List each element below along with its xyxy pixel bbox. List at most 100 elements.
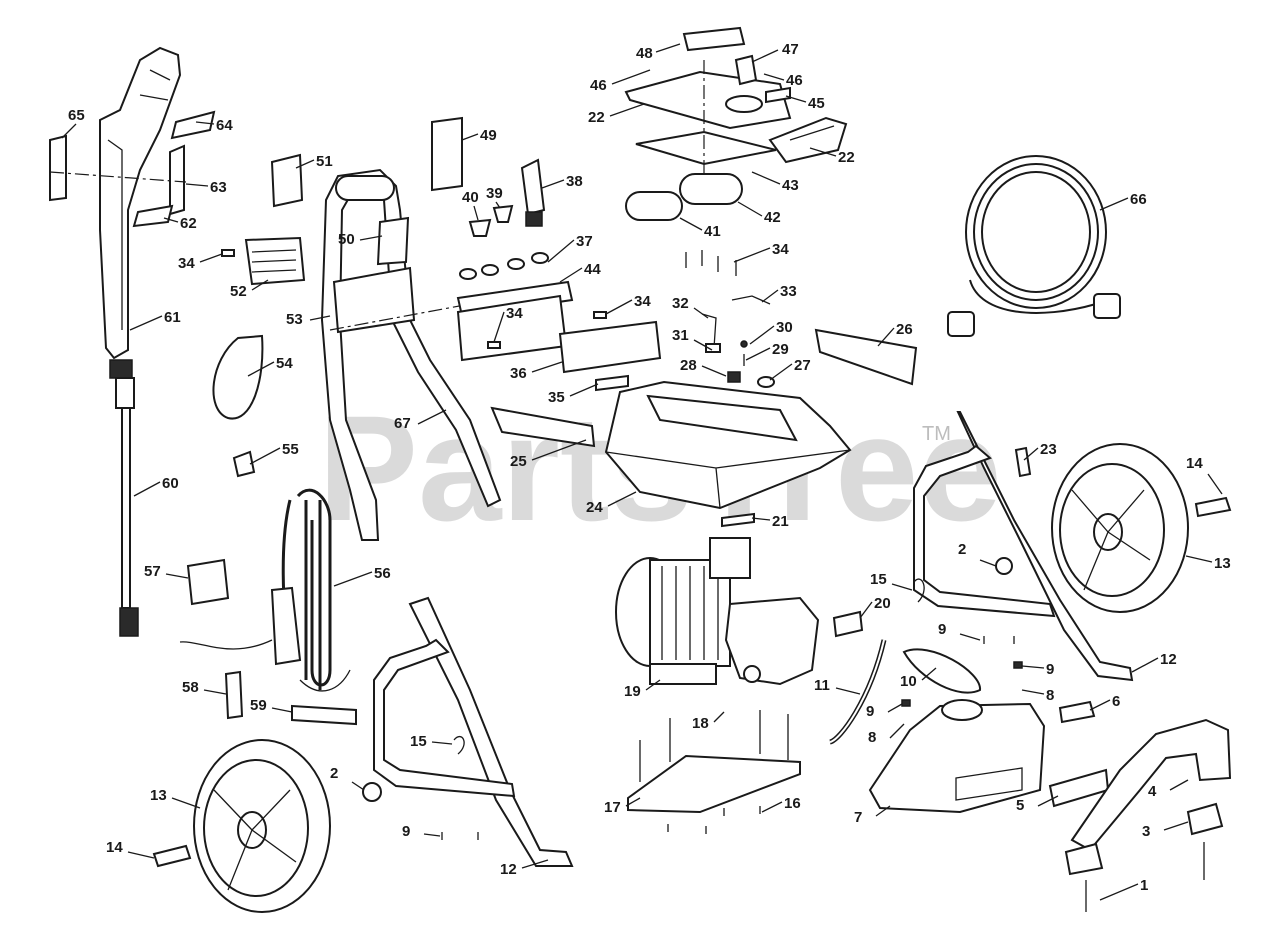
leader-line [295, 159, 315, 169]
part-callout-24: 24 [586, 499, 603, 516]
nozzle-38-base [525, 211, 543, 227]
leader-line [271, 707, 293, 713]
bracket-32 [701, 313, 717, 349]
part-callout-18: 18 [692, 715, 709, 732]
nuts-9c [983, 636, 1015, 644]
part-callout-15: 15 [410, 733, 427, 750]
leader-line [875, 805, 891, 817]
leader-line [611, 69, 651, 85]
part-callout-35: 35 [548, 389, 565, 406]
leader-line [163, 217, 179, 223]
nozzle-holder [456, 252, 574, 362]
leader-line [887, 703, 903, 713]
leader-line [1185, 555, 1213, 563]
leader-line [713, 711, 725, 723]
part-callout-51: 51 [316, 153, 333, 170]
part-28 [727, 371, 741, 383]
part-callout-39: 39 [486, 185, 503, 202]
leader-line [199, 253, 223, 263]
leader-line [609, 103, 645, 117]
spray-wand [115, 377, 139, 637]
leader-line [655, 43, 681, 53]
leader-line [737, 201, 763, 217]
part-callout-25: 25 [510, 453, 527, 470]
leader-line [165, 573, 189, 579]
leader-line [431, 741, 453, 745]
part-callout-9: 9 [938, 621, 946, 638]
part-callout-54: 54 [276, 355, 293, 372]
part-callout-46: 46 [786, 72, 803, 89]
knob-47 [734, 54, 758, 86]
leader-line [1099, 883, 1139, 901]
part-callout-63: 63 [210, 179, 227, 196]
leader-line [493, 311, 505, 343]
part-callout-34: 34 [772, 241, 789, 258]
part-callout-45: 45 [808, 95, 825, 112]
decal-35 [595, 374, 629, 392]
leader-line [309, 315, 331, 321]
decal-63 [169, 144, 185, 216]
part-callout-6: 6 [1112, 693, 1120, 710]
decal-21 [721, 512, 755, 528]
decal-6 [1058, 700, 1096, 724]
leader-line [693, 307, 709, 319]
part-callout-2: 2 [958, 541, 966, 558]
part-callout-14: 14 [106, 839, 123, 856]
leader-line [889, 723, 905, 739]
gasket-43 [635, 130, 777, 166]
leader-line [877, 327, 895, 347]
wheel-left [193, 739, 331, 913]
axle-14a [1194, 496, 1232, 518]
leader-line [979, 559, 997, 567]
decal-49 [431, 116, 463, 192]
leader-line [1089, 699, 1111, 711]
part-callout-4: 4 [1148, 783, 1157, 800]
leader-line [1021, 689, 1045, 695]
washer-2b [362, 782, 382, 802]
foot-3b [1064, 842, 1104, 876]
part-callout-14: 14 [1186, 455, 1203, 472]
leader-line [745, 347, 771, 361]
nozzle-38 [520, 158, 546, 216]
screws-34d [685, 250, 737, 276]
leader-lines [61, 43, 1223, 901]
part-callout-44: 44 [584, 261, 601, 278]
part-callout-34: 34 [506, 305, 523, 322]
decal-57 [186, 558, 230, 606]
part-callout-10: 10 [900, 673, 917, 690]
part-callout-48: 48 [636, 45, 653, 62]
part-callout-30: 30 [776, 319, 793, 336]
leader-line [417, 409, 447, 425]
part-callout-58: 58 [182, 679, 199, 696]
hose-11-inner [829, 639, 885, 743]
part-callout-42: 42 [764, 209, 781, 226]
nuts-9d [441, 832, 479, 840]
part-callout-60: 60 [162, 475, 179, 492]
leader-line [763, 73, 785, 81]
leader-line [559, 267, 583, 283]
part-callout-34: 34 [634, 293, 651, 310]
decal-48 [682, 26, 746, 52]
part-callout-40: 40 [462, 189, 479, 206]
part-callout-22: 22 [838, 149, 855, 166]
leader-line [751, 517, 771, 521]
decal-50 [376, 216, 410, 266]
part-callout-37: 37 [576, 233, 593, 250]
part-callout-13: 13 [150, 787, 167, 804]
leader-line [959, 633, 981, 641]
leader-line [521, 859, 549, 869]
capacitor-41 [625, 191, 683, 221]
leader-line [1169, 779, 1189, 791]
part-callout-32: 32 [672, 295, 689, 312]
leader-line [751, 49, 779, 63]
leader-line [733, 247, 771, 263]
part-callout-29: 29 [772, 341, 789, 358]
leader-line [249, 447, 281, 465]
part-callout-62: 62 [180, 215, 197, 232]
watermark-trademark: TM [922, 423, 951, 445]
nut-9a [1013, 661, 1023, 669]
pin-15b [453, 735, 465, 755]
leader-line [133, 481, 161, 497]
